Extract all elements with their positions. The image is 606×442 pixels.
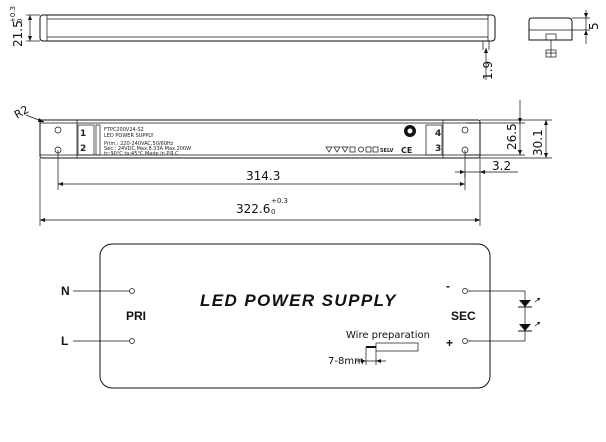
- dim-offset: 3.2: [492, 159, 511, 173]
- dim-length: 322.6: [236, 202, 270, 216]
- terminal-3-label: 3: [435, 144, 441, 154]
- dim-length-tol-zero: 0: [271, 208, 275, 216]
- dim-hole-spacing: 314.3: [246, 169, 280, 183]
- label-type: LED POWER SUPPLY: [104, 133, 154, 139]
- label-temp: tc:90°C ta:45°C Made in P.R.C: [104, 151, 179, 157]
- dim-length-tol-plus: +0.3: [271, 197, 288, 205]
- terminal-4-label: 4: [435, 129, 441, 139]
- terminal-1-label: 1: [80, 129, 86, 139]
- top-height-tol-plus: +0.3: [9, 6, 17, 23]
- led-icon: [518, 321, 541, 332]
- wiring-diagram: LED POWER SUPPLY N L PRI - + SEC: [61, 243, 541, 389]
- input-n-label: N: [61, 284, 70, 298]
- mounting-hole-left-top: [54, 126, 62, 134]
- primary-label: PRI: [126, 309, 146, 323]
- radius-label: R2: [12, 103, 31, 122]
- end-view: 5: [528, 10, 601, 58]
- terminal-2-label: 2: [80, 144, 86, 154]
- top-view-housing: [39, 14, 496, 42]
- label-sec: Sec.: 24VDC,Max.8.33A Max.200W: [104, 146, 191, 152]
- output-minus-label: -: [446, 279, 450, 293]
- output-minus-terminal: [462, 288, 468, 294]
- wire-strip-icon: [375, 342, 419, 352]
- top-height-tol-zero: 0: [16, 19, 24, 23]
- led-icon: [518, 297, 541, 308]
- label-selv: SELV: [380, 148, 394, 154]
- power-supply-outline: [99, 243, 491, 389]
- input-l-terminal: [129, 338, 135, 344]
- output-plus-label: +: [446, 336, 453, 350]
- output-plus-terminal: [462, 338, 468, 344]
- front-view-housing: [39, 119, 481, 159]
- secondary-label: SEC: [451, 309, 476, 323]
- certification-icons: SELV CE: [325, 146, 412, 155]
- strip-length-label: 7-8mm: [328, 356, 364, 367]
- dim-height-inner: 26.5: [505, 123, 519, 150]
- top-foot-dim: 1.9: [481, 61, 495, 80]
- front-view: 1 2 FTPC200V24-S2 LED POWER SUPPLY Prim.…: [12, 100, 552, 226]
- dim-height-outer: 30.1: [531, 129, 545, 156]
- end-view-dim: 5: [587, 22, 601, 30]
- label-model: FTPC200V24-S2: [104, 127, 144, 133]
- label-ce: CE: [401, 146, 412, 155]
- end-view-housing: [528, 17, 573, 41]
- wire-prep-label: Wire preparation: [346, 330, 430, 341]
- power-supply-title: LED POWER SUPPLY: [200, 291, 397, 310]
- input-l-label: L: [61, 334, 68, 348]
- mounting-hole-right-top: [461, 126, 469, 134]
- top-view: 21.5 +0.3 0 1.9: [9, 6, 496, 80]
- top-height-dim: 21.5: [11, 20, 25, 47]
- label-prim: Prim.: 220-240VAC,50/60Hz: [104, 141, 174, 147]
- input-n-terminal: [129, 288, 135, 294]
